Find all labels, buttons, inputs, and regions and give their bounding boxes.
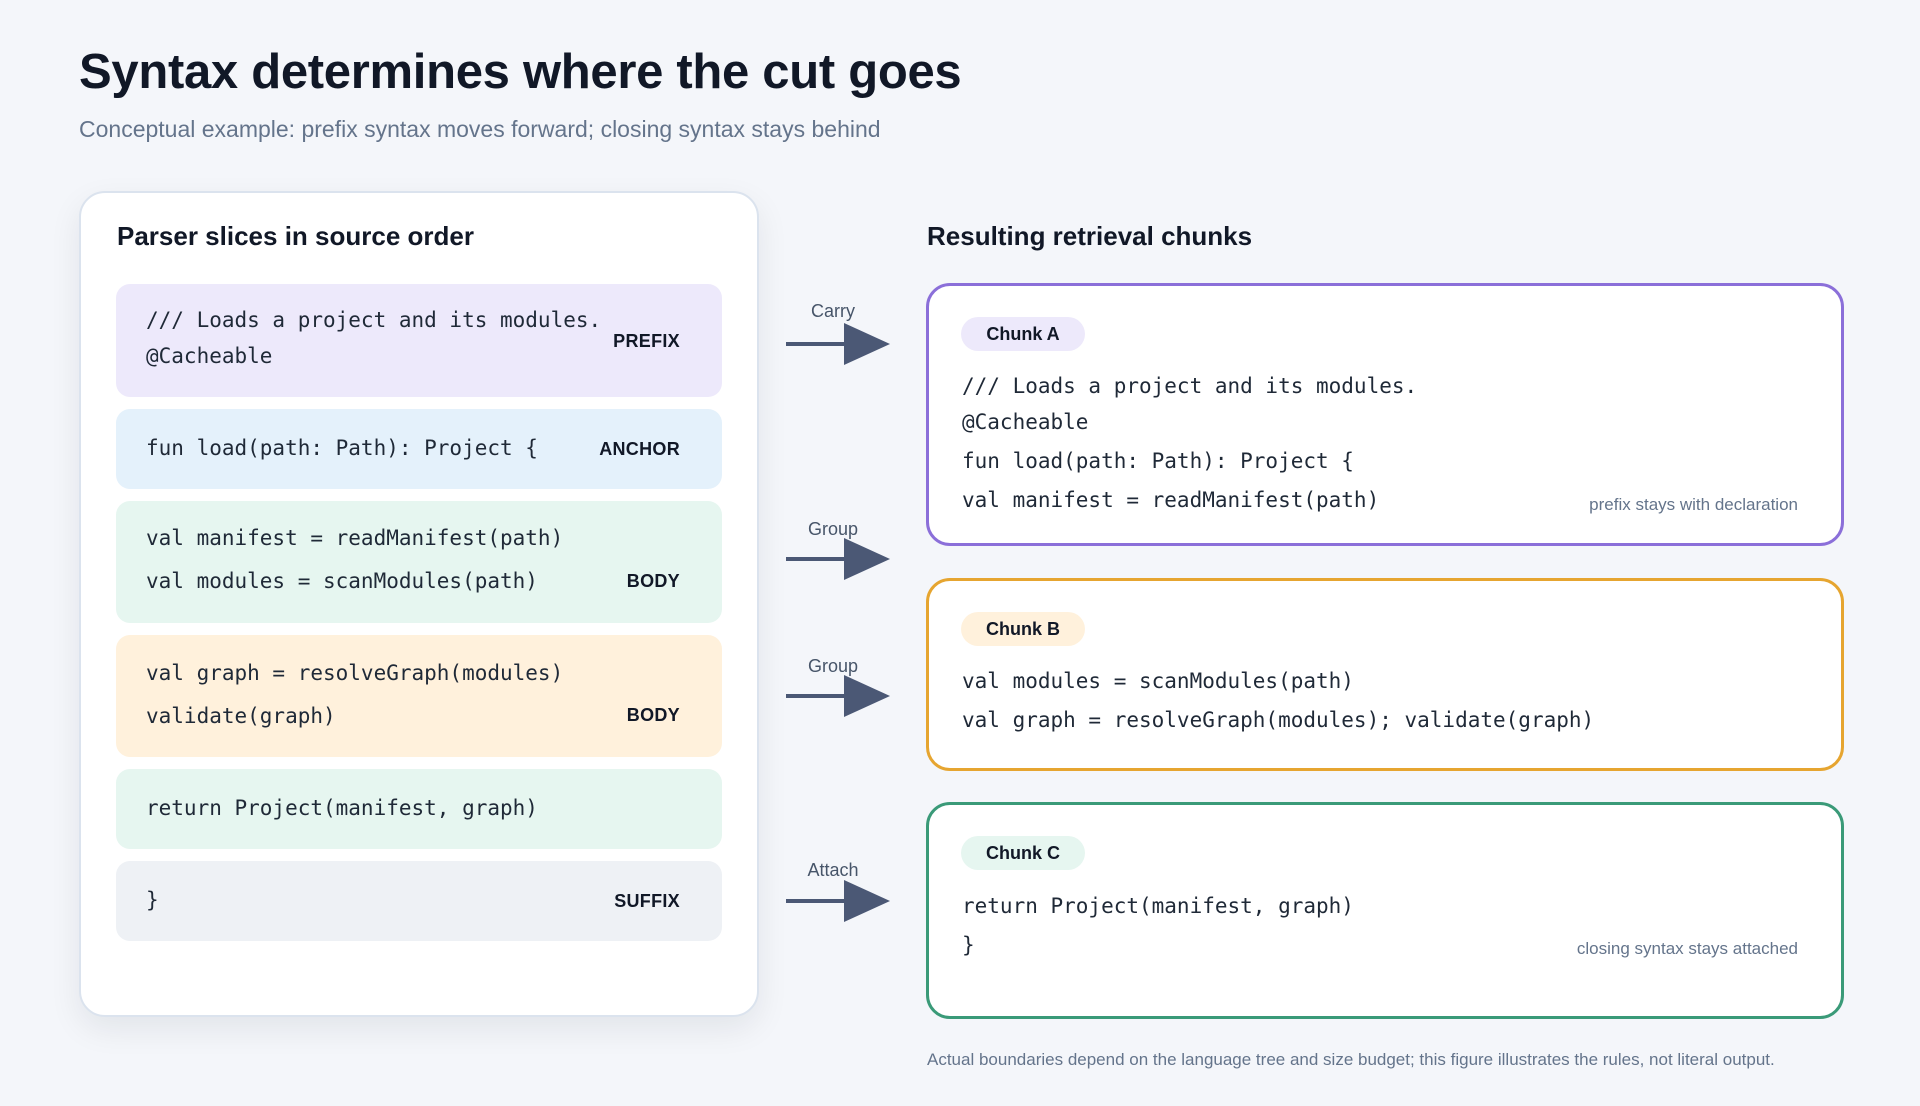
chunk-code-line: @Cacheable [962, 410, 1089, 434]
chunk-code-line: val modules = scanModules(path) [962, 669, 1354, 693]
slice-code-line: validate(graph) [146, 704, 336, 728]
right-arrow-icon [786, 323, 890, 365]
page-subtitle: Conceptual example: prefix syntax moves … [79, 116, 881, 142]
slice-code-line: val graph = resolveGraph(modules) [146, 661, 564, 685]
arrow-label-group: Group [807, 519, 859, 539]
slice-tag: BODY [626, 705, 680, 725]
chunk-note: prefix stays with declaration [1589, 495, 1798, 514]
slice-tag: BODY [626, 571, 680, 591]
slice-anchor: fun load(path: Path): Project { ANCHOR [116, 409, 722, 489]
slice-code-line: /// Loads a project and its modules. [146, 308, 602, 332]
chunk-code-line: return Project(manifest, graph) [962, 894, 1354, 918]
chunk-code-line: val graph = resolveGraph(modules); valid… [962, 708, 1595, 732]
slice-tag: ANCHOR [599, 439, 680, 459]
slice-code-line: val manifest = readManifest(path) [146, 526, 564, 550]
slice-code-line: } [146, 888, 159, 912]
slice-prefix: /// Loads a project and its modules. @Ca… [116, 284, 722, 397]
arrow-label-attach: Attach [807, 860, 859, 880]
chunk-code-line: /// Loads a project and its modules. [962, 374, 1418, 398]
chunk-note: closing syntax stays attached [1576, 939, 1798, 958]
chunk-code-line: } [962, 933, 975, 957]
chunk-c-card: Chunk C return Project(manifest, graph) … [926, 802, 1844, 1019]
slice-tag: PREFIX [613, 331, 680, 351]
chunk-label: Chunk C [961, 836, 1085, 870]
page-title: Syntax determines where the cut goes [79, 45, 962, 99]
right-arrow-icon [786, 675, 890, 717]
chunk-code-line: val manifest = readManifest(path) [962, 488, 1380, 512]
slice-code-line: @Cacheable [146, 344, 273, 368]
arrow-label-carry: Carry [811, 301, 855, 321]
retrieval-chunks-heading: Resulting retrieval chunks [927, 221, 1253, 251]
right-arrow-icon [786, 880, 890, 922]
footnote: Actual boundaries depend on the language… [927, 1050, 1775, 1069]
chunk-a-card: Chunk A /// Loads a project and its modu… [926, 283, 1844, 546]
chunk-label: Chunk A [961, 317, 1085, 351]
slice-tag: SUFFIX [614, 891, 680, 911]
slice-suffix: } SUFFIX [116, 861, 722, 941]
slice-body: val manifest = readManifest(path) val mo… [116, 501, 722, 623]
parser-slices-heading: Parser slices in source order [117, 221, 474, 251]
slice-code-line: return Project(manifest, graph) [146, 796, 538, 820]
slice-code-line: val modules = scanModules(path) [146, 569, 538, 593]
arrow-label-group: Group [807, 656, 859, 676]
slice-code-line: fun load(path: Path): Project { [146, 436, 538, 460]
slice-return: return Project(manifest, graph) [116, 769, 722, 849]
slice-body: val graph = resolveGraph(modules) valida… [116, 635, 722, 757]
chunk-label: Chunk B [961, 612, 1085, 646]
right-arrow-icon [786, 538, 890, 580]
chunk-b-card: Chunk B val modules = scanModules(path) … [926, 578, 1844, 771]
chunk-code-line: fun load(path: Path): Project { [962, 449, 1354, 473]
